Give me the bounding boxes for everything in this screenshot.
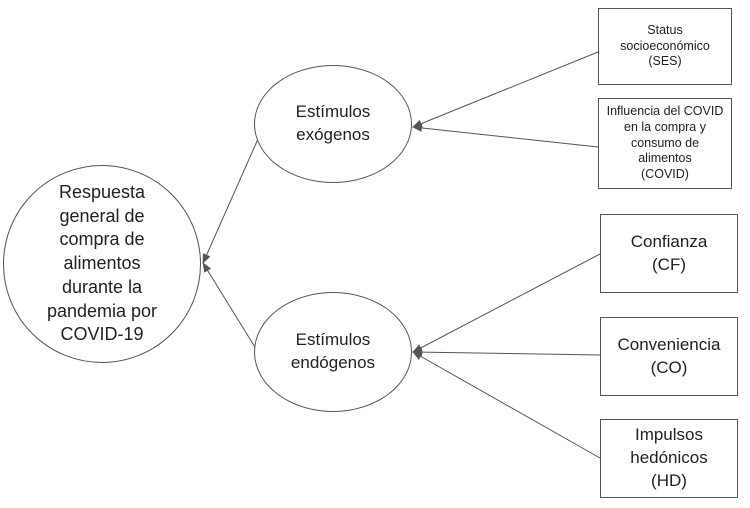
arrow-ses-to-exogenous — [412, 51, 599, 128]
hedonic-impulses-box: Impulsos hedónicos (HD) — [600, 419, 738, 498]
hedonic-impulses-label: Impulsos hedónicos (HD) — [630, 425, 708, 490]
general-response-label: Respuesta general de compra de alimentos… — [46, 181, 158, 345]
ses-box: Status socioeconómico (SES) — [598, 8, 732, 85]
arrow-cf-to-endogenous — [412, 253, 601, 353]
convenience-label: Conveniencia (CO) — [617, 334, 721, 377]
ses-label: Status socioeconómico (SES) — [620, 23, 710, 69]
covid-influence-label: Influencia del COVID en la compra y cons… — [606, 104, 724, 181]
convenience-box: Conveniencia (CO) — [600, 317, 738, 396]
exogenous-stimuli-node: Estímulos exógenos — [254, 65, 412, 183]
arrow-hd-to-endogenous — [412, 351, 601, 459]
arrow-co-to-endogenous — [412, 348, 601, 357]
confidence-box: Confianza (CF) — [600, 214, 738, 293]
arrow-exogenous-to-main — [202, 129, 263, 264]
covid-influence-box: Influencia del COVID en la compra y cons… — [598, 98, 732, 189]
confidence-label: Confianza (CF) — [630, 231, 708, 274]
endogenous-stimuli-node: Estímulos endógenos — [254, 292, 412, 412]
general-response-node: Respuesta general de compra de alimentos… — [3, 165, 201, 363]
arrow-endogenous-to-main — [202, 262, 259, 353]
endogenous-stimuli-label: Estímulos endógenos — [290, 330, 376, 372]
arrow-covid-to-exogenous — [412, 123, 599, 148]
exogenous-stimuli-label: Estímulos exógenos — [295, 102, 371, 144]
